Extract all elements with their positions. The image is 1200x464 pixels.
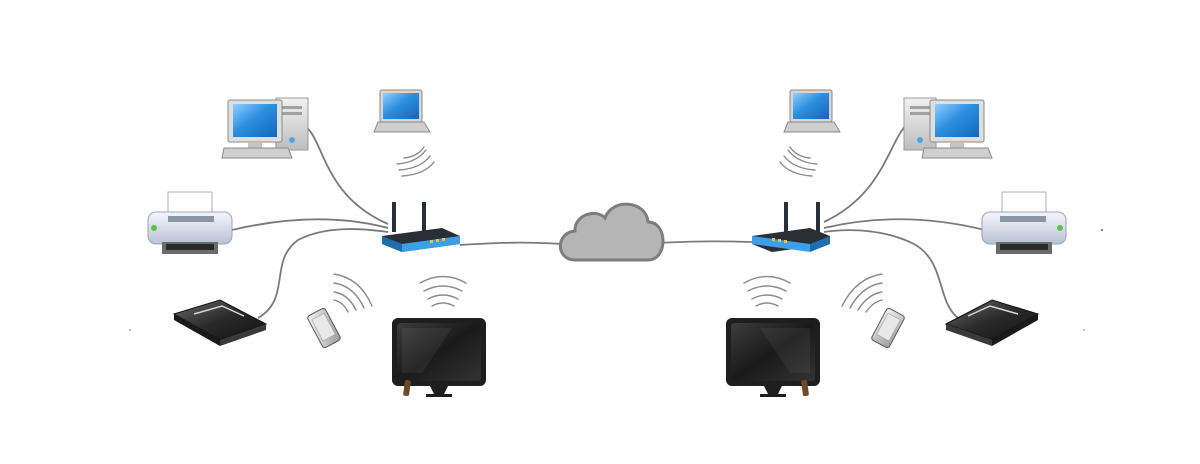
smart-tv-icon (726, 318, 820, 397)
cable-right-desktop (823, 124, 907, 223)
wifi-waves-right-phone (841, 273, 883, 313)
cable-left-printer (231, 218, 389, 231)
smart-tv-right[interactable] (726, 318, 820, 397)
smartphone-left[interactable] (307, 307, 342, 349)
stray-dot (1083, 329, 1085, 331)
wifi-waves-left-laptop (396, 146, 435, 177)
smartphone-icon (307, 307, 341, 349)
cables (231, 124, 986, 319)
wifi-router-left[interactable] (382, 202, 460, 252)
laptop-left[interactable] (373, 89, 431, 133)
cable-cloud-router-right (655, 240, 753, 244)
stray-dot (1101, 229, 1103, 231)
laptop-icon (373, 89, 431, 133)
cable-left-mediabox (257, 228, 389, 319)
smartphone-icon (871, 307, 905, 349)
printer-icon (147, 191, 233, 254)
wifi-waves (333, 146, 883, 313)
media-box-left[interactable] (172, 299, 268, 346)
desktop-computer-left[interactable] (221, 97, 309, 159)
desktop-computer-icon (903, 97, 993, 159)
laptop-icon (783, 89, 841, 133)
cloud-icon (559, 202, 665, 262)
laptop-right[interactable] (783, 89, 841, 133)
cable-right-printer (823, 218, 986, 231)
printer-right[interactable] (981, 191, 1067, 254)
wifi-router-right[interactable] (752, 202, 830, 252)
smart-tv-icon (392, 318, 486, 397)
media-box-icon (944, 299, 1040, 346)
smart-tv-left[interactable] (392, 318, 486, 397)
wifi-waves-right-laptop (779, 146, 818, 177)
cable-left-router-cloud (459, 241, 563, 246)
wifi-waves-left-phone (333, 273, 373, 313)
cable-right-mediabox (823, 229, 959, 319)
stray-dot (129, 329, 131, 331)
cable-left-desktop (303, 124, 389, 225)
desktop-computer-icon (221, 97, 309, 159)
desktop-computer-right[interactable] (903, 97, 993, 159)
wifi-waves-left-tv (419, 275, 467, 307)
media-box-right[interactable] (944, 299, 1040, 346)
smartphone-right[interactable] (871, 307, 906, 349)
printer-left[interactable] (147, 191, 233, 254)
media-box-icon (172, 299, 268, 346)
printer-icon (981, 191, 1067, 254)
wifi-router-icon (382, 202, 460, 252)
wifi-waves-right-tv (743, 275, 791, 307)
wifi-router-icon (752, 202, 830, 252)
